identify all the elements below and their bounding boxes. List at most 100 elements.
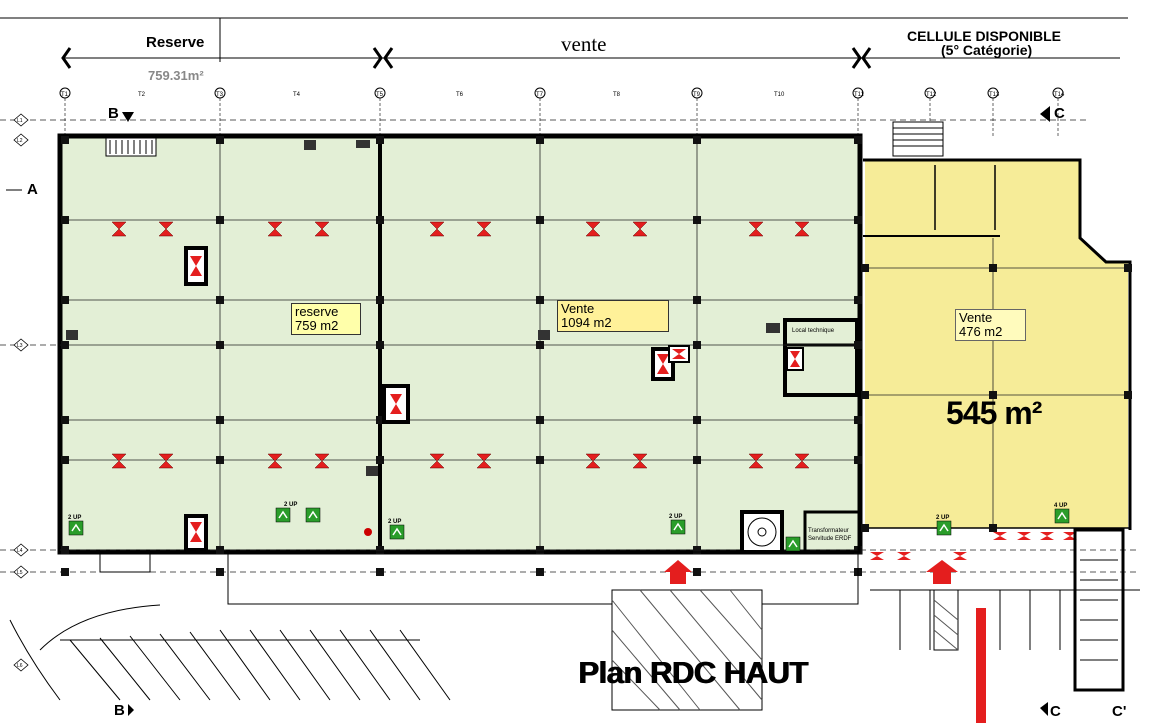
transformer-label-2: Servitude ERDF (808, 536, 852, 542)
row-marker: L5 (13, 565, 29, 579)
column-node (216, 456, 224, 464)
column-node (536, 296, 544, 304)
spiral-stair (740, 510, 784, 554)
column-label: T7 (536, 92, 544, 98)
vente-1094-label: Vente 1094 m2 (557, 300, 669, 332)
vente-476-area: 476 m2 (959, 324, 1003, 339)
cellule-total-area: 545 m² (946, 395, 1042, 431)
column-node (536, 341, 544, 349)
column-node (536, 568, 544, 576)
evacuation-hourglass-icon (632, 453, 648, 469)
svg-text:B: B (114, 702, 125, 719)
staircase-left (105, 137, 157, 157)
evacuation-hourglass-icon (585, 221, 601, 237)
cellule-category: (5° Catégorie) (941, 42, 1032, 58)
column-label: T1 (61, 92, 69, 98)
up-sign-label: 2 UP (936, 515, 949, 521)
column-node (693, 296, 701, 304)
column-label: T9 (693, 92, 701, 98)
vente-yellow-zone (865, 160, 1128, 528)
column-label: T14 (1054, 92, 1065, 98)
exit-arrows (664, 560, 986, 723)
up-sign-label: 2 UP (284, 502, 297, 508)
evacuation-hourglass-icon (476, 221, 492, 237)
dimension-arrows (61, 47, 872, 69)
grid-lines (0, 119, 1140, 573)
column-marker: T1 (59, 87, 71, 136)
evacuation-hourglass-icon (953, 552, 967, 560)
staircase-right (892, 121, 944, 157)
evacuation-hourglass-icon (314, 221, 330, 237)
row-label: L2 (17, 138, 23, 144)
boxed-columns (184, 246, 804, 552)
door-marker (364, 528, 372, 536)
evacuation-hourglass-icon (111, 453, 127, 469)
column-node (216, 341, 224, 349)
transformer-label-1: Transformateur (808, 528, 849, 534)
column-marker: T5 (374, 87, 386, 136)
evacuation-hourglass-icon (870, 552, 884, 560)
vente-1094-name: Vente (561, 301, 595, 316)
exit-up-sign (670, 519, 686, 535)
column-node (1124, 264, 1132, 272)
column-node (376, 216, 384, 224)
evacuation-hourglass-icon (748, 453, 764, 469)
reserve-room-name: reserve (295, 304, 339, 319)
column-node (216, 546, 224, 554)
cellule-heading: CELLULE DISPONIBLE (907, 28, 1061, 44)
svg-text:A: A (27, 181, 38, 198)
column-label: T3 (216, 92, 224, 98)
column-label: T11 (854, 92, 865, 98)
row-label: L6 (17, 663, 23, 669)
vente-heading: vente (561, 32, 606, 56)
vente-green-zone (382, 138, 859, 550)
column-node (61, 546, 69, 554)
column-label: T2 (138, 92, 146, 98)
evacuation-hourglass-icon (794, 453, 810, 469)
vente-476-label: Vente 476 m2 (955, 309, 1026, 341)
column-marker: T11 (852, 87, 865, 136)
evacuation-hourglass-icon (314, 453, 330, 469)
column-node (854, 136, 862, 144)
column-node (854, 216, 862, 224)
column-node (376, 341, 384, 349)
svg-text:C: C (1054, 105, 1065, 122)
column-node (216, 416, 224, 424)
column-node (61, 416, 69, 424)
up-sign-label: 2 UP (669, 514, 682, 520)
row-label: L5 (17, 570, 23, 576)
column-node (376, 416, 384, 424)
local-technique-label: Local technique (792, 328, 835, 334)
row-marker: L1 (13, 113, 29, 127)
row-marker: L6 (13, 658, 29, 672)
column-label: T13 (989, 92, 1000, 98)
reserve-room-label: reserve 759 m2 (291, 303, 361, 335)
column-label: T8 (613, 92, 621, 98)
section-markers: B A C B C C' (6, 105, 1126, 720)
column-node (376, 296, 384, 304)
exterior-structures (99, 528, 1140, 711)
column-node (693, 456, 701, 464)
evacuation-symbols (111, 221, 1077, 560)
column-marker: T14 (1052, 87, 1065, 136)
column-node (61, 456, 69, 464)
column-node (861, 391, 869, 399)
column-label: T5 (376, 92, 384, 98)
column-node (61, 136, 69, 144)
evacuation-hourglass-icon (267, 221, 283, 237)
column-node (861, 264, 869, 272)
exit-up-sign (275, 507, 291, 523)
exit-up-sign (785, 536, 801, 552)
column-node (61, 216, 69, 224)
column-node (536, 416, 544, 424)
column-node (854, 416, 862, 424)
column-node (989, 524, 997, 532)
parking-spaces (9, 604, 451, 701)
row-label: L1 (17, 118, 23, 124)
column-node (693, 136, 701, 144)
column-marker: T9 (691, 87, 703, 136)
column-marker: T3 (214, 87, 226, 136)
row-marker: L2 (13, 133, 29, 147)
